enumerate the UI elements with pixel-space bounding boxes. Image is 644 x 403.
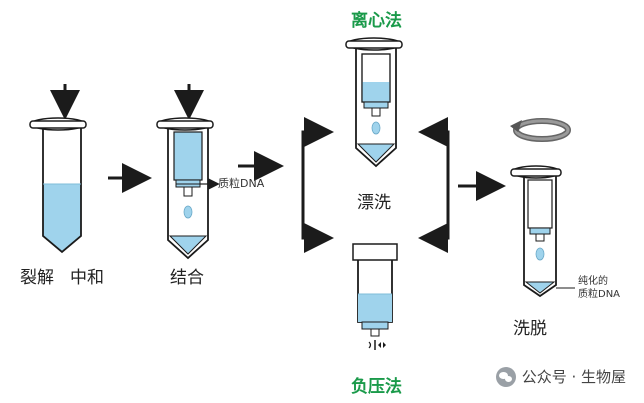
vacuum-method-label: 负压法 bbox=[351, 377, 402, 397]
purified-label-line2: 质粒DNA bbox=[578, 289, 621, 300]
vacuum-column bbox=[352, 243, 398, 350]
right-bracket bbox=[418, 117, 450, 253]
watermark: 公众号 · 生物屋 bbox=[495, 366, 626, 387]
elution-tube bbox=[510, 165, 575, 298]
lysis-tube bbox=[29, 84, 87, 254]
wechat-icon bbox=[495, 366, 516, 387]
bind-label: 结合 bbox=[170, 268, 204, 288]
centrifuge-tube bbox=[345, 37, 403, 168]
rotate-icon bbox=[510, 118, 571, 142]
centrifuge-method-label: 离心法 bbox=[351, 11, 402, 31]
watermark-text: 公众号 · 生物屋 bbox=[521, 368, 626, 386]
lysis-label: 裂解 bbox=[20, 268, 54, 288]
left-bracket bbox=[301, 117, 334, 253]
plasmid-dna-label: 质粒DNA bbox=[218, 177, 265, 190]
elute-label: 洗脱 bbox=[513, 319, 547, 339]
wash-label: 漂洗 bbox=[357, 193, 391, 213]
purified-label-line1: 纯化的 bbox=[578, 276, 608, 287]
neutralize-label: 中和 bbox=[70, 268, 104, 288]
binding-tube bbox=[156, 84, 220, 260]
